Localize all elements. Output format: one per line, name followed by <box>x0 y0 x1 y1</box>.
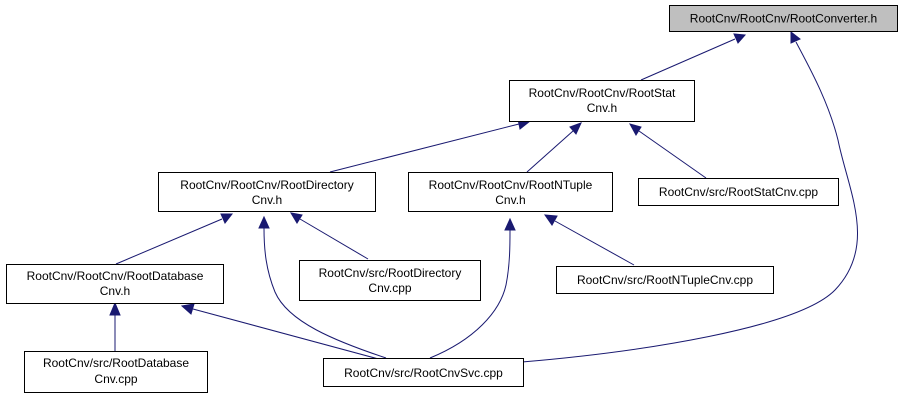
node-root-cnv-svc-cpp[interactable]: RootCnv/src/RootCnvSvc.cpp <box>323 358 524 387</box>
node-box-root-stat <box>509 80 695 122</box>
node-root-database-cnv-cpp[interactable]: RootCnv/src/RootDatabase Cnv.cpp <box>24 351 208 393</box>
node-label: RootCnv/src/RootStatCnv.cpp <box>659 185 819 199</box>
node-label-line-1: RootCnv/RootCnv/RootNTuple <box>429 178 593 192</box>
node-label-line-1: RootCnv/RootCnv/RootStat <box>529 86 676 100</box>
node-box-root-stat-cpp <box>638 178 839 206</box>
node-label-line-2: Cnv.h <box>100 284 130 298</box>
node-label-line-2: Cnv.h <box>495 193 525 207</box>
node-box-root-ntuple-cpp <box>556 266 774 294</box>
edge-root-ntuple-to-root-stat <box>526 122 582 173</box>
node-root-directory-cnv-cpp[interactable]: RootCnv/src/RootDirectory Cnv.cpp <box>299 260 481 301</box>
node-root-stat-cnv-cpp[interactable]: RootCnv/src/RootStatCnv.cpp <box>638 178 839 206</box>
edge-root-ntuple-cpp-to-root-ntuple <box>543 214 635 266</box>
edge-root-cnv-svc-to-root-converter <box>521 30 858 363</box>
node-root-converter-h[interactable]: RootCnv/RootCnv/RootConverter.h <box>669 5 898 32</box>
node-box-root-cnv-svc-cpp <box>323 358 524 387</box>
edge-root-cnv-svc-to-root-database <box>180 303 387 362</box>
edge-root-cnv-svc-to-root-directory <box>258 215 387 359</box>
node-box-root-ntuple <box>408 172 613 212</box>
edge-root-database-to-root-directory <box>115 213 234 265</box>
edge-root-directory-to-root-stat <box>329 118 532 173</box>
node-root-ntuple-cnv-h[interactable]: RootCnv/RootCnv/RootNTuple Cnv.h <box>408 172 613 212</box>
node-root-database-cnv-h[interactable]: RootCnv/RootCnv/RootDatabase Cnv.h <box>6 264 224 304</box>
node-label-line-1: RootCnv/src/RootDirectory <box>319 266 462 280</box>
edge-root-stat-cpp-to-root-stat <box>628 123 707 179</box>
node-label-line-2: Cnv.cpp <box>94 372 137 386</box>
node-label-line-2: Cnv.h <box>587 101 617 115</box>
node-box-root-database-cpp <box>24 351 208 393</box>
node-label-line-1: RootCnv/src/RootDatabase <box>43 356 189 370</box>
node-root-directory-cnv-h[interactable]: RootCnv/RootCnv/RootDirectory Cnv.h <box>158 172 376 212</box>
edges <box>109 30 858 363</box>
edge-root-database-cpp-to-root-database <box>109 301 121 351</box>
node-label: RootCnv/src/RootNTupleCnv.cpp <box>577 273 753 287</box>
node-label: RootCnv/RootCnv/RootConverter.h <box>690 12 877 26</box>
node-box-root-database <box>6 264 224 304</box>
node-root-stat-cnv-h[interactable]: RootCnv/RootCnv/RootStat Cnv.h <box>509 80 695 122</box>
node-label-line-2: Cnv.h <box>252 193 282 207</box>
node-box-root-converter <box>669 5 898 32</box>
edge-root-stat-to-root-converter <box>640 33 747 81</box>
node-label: RootCnv/src/RootCnvSvc.cpp <box>344 366 503 380</box>
node-label-line-1: RootCnv/RootCnv/RootDatabase <box>27 269 204 283</box>
node-root-ntuple-cnv-cpp[interactable]: RootCnv/src/RootNTupleCnv.cpp <box>556 266 774 294</box>
node-label-line-2: Cnv.cpp <box>368 281 411 295</box>
node-box-root-directory-cpp <box>299 260 481 301</box>
edge-root-cnv-svc-to-root-ntuple <box>429 217 516 359</box>
node-box-root-directory <box>158 172 376 212</box>
node-label-line-1: RootCnv/RootCnv/RootDirectory <box>180 178 353 192</box>
edge-root-directory-cpp-to-root-directory <box>290 212 369 260</box>
nodes: RootCnv/RootCnv/RootConverter.h RootCnv/… <box>6 5 898 393</box>
